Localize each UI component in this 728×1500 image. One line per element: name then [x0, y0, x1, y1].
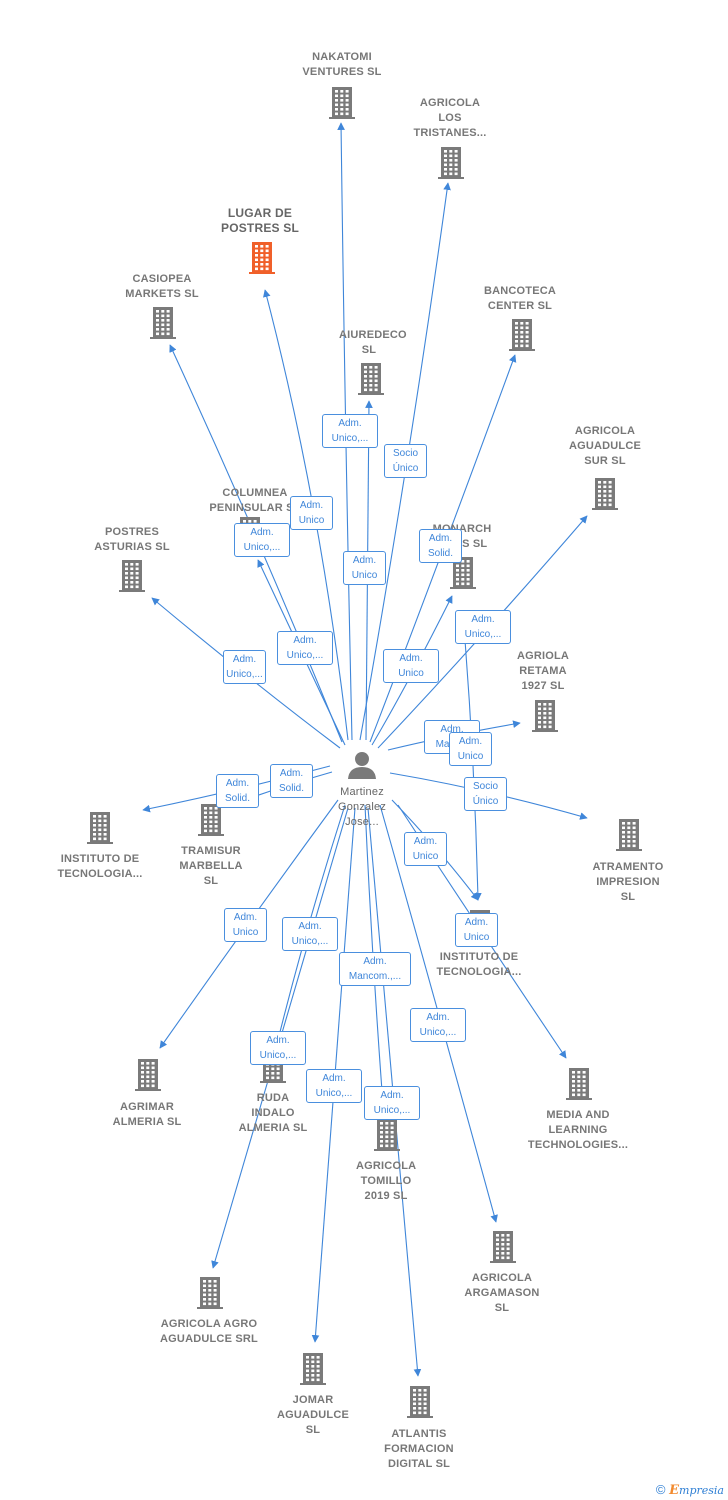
edge-instituto-right [464, 639, 482, 901]
role-badge[interactable]: Adm. Solid. [216, 774, 259, 808]
role-badge[interactable]: Adm. Unico [404, 832, 447, 866]
building-icon[interactable] [300, 1353, 326, 1385]
company-label-nakatomi[interactable]: NAKATOMI VENTURES SL [302, 51, 382, 78]
person-icon[interactable] [348, 752, 376, 779]
company-label-postres-asturias[interactable]: POSTRES ASTURIAS SL [94, 526, 170, 553]
role-badge[interactable]: Adm. Unico [383, 649, 439, 683]
company-label-agriola-retama[interactable]: AGRIOLA RETAMA 1927 SL [516, 650, 570, 692]
role-badge[interactable]: Adm. Unico [224, 908, 267, 942]
building-icon[interactable] [135, 1059, 161, 1091]
building-icon[interactable] [407, 1386, 433, 1418]
role-badge[interactable]: Adm. Unico,... [223, 650, 266, 684]
company-label-ruda[interactable]: RUDA INDALO ALMERIA SL [238, 1092, 308, 1134]
role-badge[interactable]: Adm. Unico [290, 496, 333, 530]
role-badge[interactable]: Adm. Solid. [419, 529, 462, 563]
building-icon[interactable] [249, 242, 275, 274]
role-badge[interactable]: Adm. Unico [343, 551, 386, 585]
building-icon[interactable] [438, 147, 464, 179]
building-icon[interactable] [509, 319, 535, 351]
company-label-media-learning[interactable]: MEDIA AND LEARNING TECHNOLOGIES... [527, 1109, 629, 1151]
brand-logo-initial: E [669, 1483, 680, 1498]
company-label-agricola-tristanes[interactable]: AGRICOLA LOS TRISTANES... [413, 97, 487, 139]
company-label-agricola-agro-aguadulce[interactable]: AGRICOLA AGRO AGUADULCE SRL [160, 1318, 258, 1345]
role-badge[interactable]: Adm. Unico,... [234, 523, 290, 557]
company-label-aiuredeco[interactable]: AIUREDECO SL [339, 329, 407, 356]
building-icon[interactable] [150, 307, 176, 339]
role-badge[interactable]: Adm. Unico,... [322, 414, 378, 448]
brand-footer: © Empresia [656, 1482, 724, 1498]
role-badge[interactable]: Adm. Unico [449, 732, 492, 766]
building-icon[interactable] [374, 1119, 400, 1151]
company-label-jomar[interactable]: JOMAR AGUADULCE SL [276, 1394, 350, 1436]
company-label-casiopea[interactable]: CASIOPEA MARKETS SL [125, 273, 199, 300]
building-icon[interactable] [329, 87, 355, 119]
brand-logo-text: mpresia [679, 1484, 724, 1497]
company-label-atlantis[interactable]: ATLANTIS FORMACION DIGITAL SL [384, 1428, 454, 1470]
role-badge[interactable]: Adm. Mancom.,... [339, 952, 411, 986]
company-label-agricola-argamason[interactable]: AGRICOLA ARGAMASON SL [464, 1272, 540, 1314]
role-badge[interactable]: Socio Único [384, 444, 427, 478]
building-icon[interactable] [532, 700, 558, 732]
company-label-columnea[interactable]: COLUMNEA PENINSULAR SL [209, 487, 301, 514]
company-label-bancoteca[interactable]: BANCOTECA CENTER SL [483, 285, 557, 312]
building-icon[interactable] [119, 560, 145, 592]
building-icon[interactable] [358, 363, 384, 395]
role-badge[interactable]: Adm. Unico [455, 913, 498, 947]
building-icon[interactable] [592, 478, 618, 510]
role-badge[interactable]: Adm. Unico,... [364, 1086, 420, 1120]
role-badge[interactable]: Adm. Unico,... [306, 1069, 362, 1103]
company-label-tramisur[interactable]: TRAMISUR MARBELLA SL [179, 845, 243, 887]
role-badge[interactable]: Adm. Unico,... [250, 1031, 306, 1065]
copyright-symbol: © [655, 1482, 666, 1497]
company-label-lugar-postres[interactable]: LUGAR DE POSTRES SL [220, 206, 299, 235]
person-name[interactable]: Martinez Gonzalez Jose... [337, 786, 387, 828]
building-icon[interactable] [490, 1231, 516, 1263]
building-icon[interactable] [566, 1068, 592, 1100]
role-badge[interactable]: Adm. Unico,... [410, 1008, 466, 1042]
company-label-agricola-aguadulce-sur[interactable]: AGRICOLA AGUADULCE SUR SL [568, 425, 642, 467]
role-badge[interactable]: Adm. Unico,... [282, 917, 338, 951]
building-icon[interactable] [198, 804, 224, 836]
building-icon[interactable] [87, 812, 113, 844]
role-badge[interactable]: Adm. Solid. [270, 764, 313, 798]
company-label-instituto-left[interactable]: INSTITUTO DE TECNOLOGIA... [57, 853, 143, 880]
company-label-instituto-right[interactable]: INSTITUTO DE TECNOLOGIA... [436, 951, 522, 978]
building-icon[interactable] [197, 1277, 223, 1309]
company-label-atramento[interactable]: ATRAMENTO IMPRESION SL [592, 861, 664, 903]
building-icon[interactable] [616, 819, 642, 851]
role-badge[interactable]: Socio Único [464, 777, 507, 811]
company-label-agrimar[interactable]: AGRIMAR ALMERIA SL [112, 1101, 182, 1128]
role-badge[interactable]: Adm. Unico,... [455, 610, 511, 644]
role-badge[interactable]: Adm. Unico,... [277, 631, 333, 665]
company-label-agricola-tomillo[interactable]: AGRICOLA TOMILLO 2019 SL [356, 1160, 417, 1202]
